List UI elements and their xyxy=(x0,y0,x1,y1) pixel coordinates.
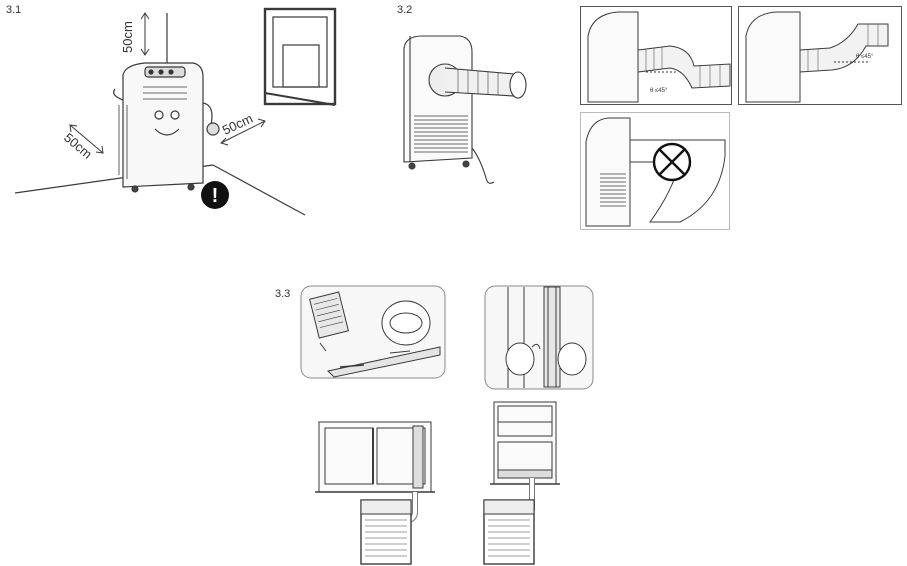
figure-3-3-window-slider-panel xyxy=(300,285,446,379)
wall-window xyxy=(263,7,337,106)
figure-3-2-unit-with-hose xyxy=(403,35,527,184)
warning-glyph: ! xyxy=(212,185,219,207)
figure-3-2-correct-hose-right: θ ≤45° xyxy=(738,6,902,105)
step-label-3-3: 3.3 xyxy=(275,288,291,300)
hose-angle-label-right: θ ≤45° xyxy=(856,54,874,60)
figure-3-3-install-horizontal-window xyxy=(315,421,435,565)
figure-3-3-window-adapter-panel xyxy=(484,285,594,390)
floor-right-line xyxy=(212,164,306,216)
warning-exclamation-icon: ! xyxy=(201,181,229,209)
hose-angle-label-left: θ ≤45° xyxy=(650,88,668,94)
clearance-top-label: 50cm xyxy=(120,21,135,53)
ac-unit-illustration xyxy=(113,62,220,193)
clearance-left-label: 50cm xyxy=(61,130,95,162)
figure-3-1-clearance-diagram: 50cm 50cm 50cm ! xyxy=(14,7,337,216)
step-label-3-2: 3.2 xyxy=(397,4,413,16)
figure-3-2-correct-hose-left: θ ≤45° xyxy=(580,6,732,105)
clearance-arrows xyxy=(69,12,266,154)
figure-3-2-incorrect-hose xyxy=(580,112,730,230)
step-label-3-1: 3.1 xyxy=(6,4,22,16)
figure-3-3-install-vertical-window xyxy=(483,401,560,565)
cross-circle-icon xyxy=(652,142,692,182)
clearance-right-label: 50cm xyxy=(220,111,255,138)
